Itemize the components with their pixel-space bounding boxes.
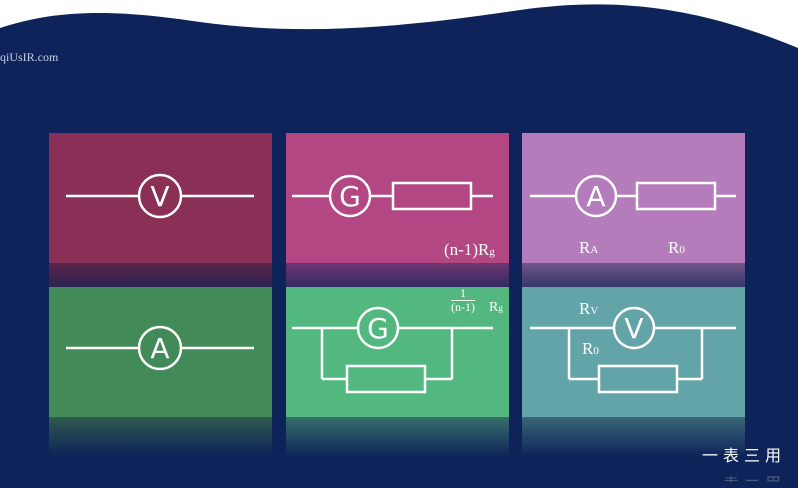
ammeter-symbol: A xyxy=(150,332,169,365)
voltmeter-resistance-label: RV xyxy=(579,299,599,318)
ammeter-panel: A xyxy=(49,287,272,417)
voltmeter-parallel-circuit: V xyxy=(530,306,736,394)
galvo-shunt-panel: G 1 (n-1) Rg xyxy=(286,286,509,417)
panel-reflection xyxy=(286,417,509,457)
series-resistance-label: (n-1)Rg xyxy=(444,240,495,259)
ammeter-circuit: A xyxy=(66,325,254,371)
tagline-reflection: 一表三用 xyxy=(702,476,786,488)
panel-reflection xyxy=(49,417,272,457)
galvanometer-symbol: G xyxy=(339,180,361,213)
ammeter-symbol: A xyxy=(586,180,605,213)
galvo-shunt-circuit: G xyxy=(292,306,493,394)
voltmeter-symbol: V xyxy=(150,180,169,213)
ammeter-series-panel: A RA R0 xyxy=(522,133,745,263)
shunt-fraction: 1 (n-1) xyxy=(451,286,475,315)
parallel-resistor xyxy=(597,364,679,394)
slide-tagline: 一表三用 xyxy=(701,446,786,465)
voltmeter-circuit: V xyxy=(66,173,254,219)
series-resistance-label: R0 xyxy=(668,238,685,257)
top-wave-decoration xyxy=(0,0,798,48)
panel-background xyxy=(522,133,745,263)
galvanometer-symbol: G xyxy=(367,312,389,345)
voltmeter-panel: V xyxy=(49,133,272,263)
panel-background xyxy=(49,133,272,263)
voltmeter-parallel-panel: V RV R0 xyxy=(522,287,745,417)
series-resistor xyxy=(635,181,717,211)
ammeter-resistance-label: RA xyxy=(579,238,599,257)
panel-background xyxy=(49,287,272,417)
watermark: qiUsIR.com xyxy=(0,50,59,64)
parallel-resistance-label: R0 xyxy=(582,339,599,358)
shunt-resistor xyxy=(345,364,427,394)
ammeter-series-circuit: A xyxy=(530,174,736,218)
series-resistor xyxy=(391,181,473,211)
voltmeter-symbol: V xyxy=(624,312,643,345)
galvo-series-panel: G (n-1)Rg xyxy=(286,133,509,263)
galvo-series-circuit: G xyxy=(292,174,493,218)
shunt-resistance-label: Rg xyxy=(489,300,503,315)
